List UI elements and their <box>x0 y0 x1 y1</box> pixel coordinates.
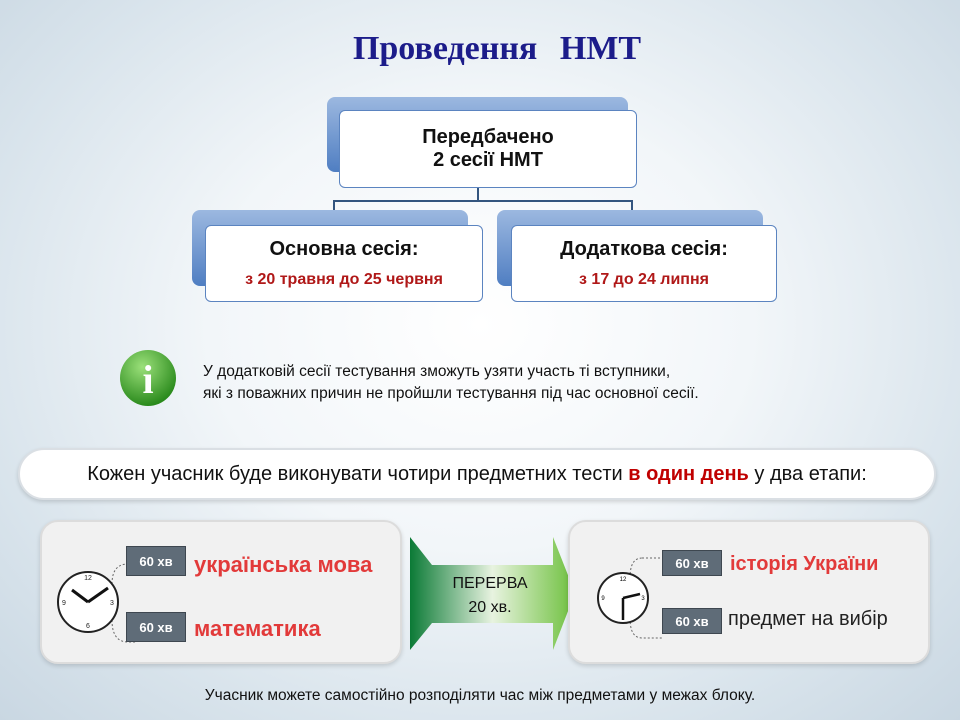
block2-panel: 12 3 9 60 хв історія України 60 хв предм… <box>568 520 930 664</box>
time-tag: 60 хв <box>662 550 722 576</box>
subject-history: історія України <box>730 553 879 575</box>
sessions-line2: 2 сесії НМТ <box>433 149 543 171</box>
banner-text-end: у два етапи: <box>748 462 867 485</box>
info-line1: У додатковій сесії тестування зможуть уз… <box>203 363 671 380</box>
connector-line <box>333 200 335 212</box>
footer-note: Учасник можете самостійно розподіляти ча… <box>204 687 756 704</box>
break-title: ПЕРЕРВА <box>452 575 528 592</box>
extra-session-title: Додаткова сесія: <box>560 238 728 260</box>
clock-icon: 12 3 6 9 <box>57 563 136 643</box>
extra-session-dates: з 17 до 24 липня <box>579 271 709 288</box>
info-line2: які з поважних причин не пройшли тестува… <box>203 385 699 402</box>
sessions-line1: Передбачено <box>422 126 554 148</box>
svg-text:i: i <box>142 357 153 402</box>
main-session-dates: з 20 травня до 25 червня <box>245 271 443 288</box>
info-text: У додатковій сесії тестування зможуть уз… <box>203 361 699 405</box>
svg-text:3: 3 <box>110 600 114 607</box>
break-label: ПЕРЕРВА 20 хв. <box>420 572 560 620</box>
time-tag: 60 хв <box>126 612 186 642</box>
time-tag: 60 хв <box>126 546 186 576</box>
svg-text:3: 3 <box>641 596 645 602</box>
connector-line <box>631 200 633 212</box>
break-time: 20 хв. <box>468 599 512 616</box>
svg-text:9: 9 <box>62 600 66 607</box>
info-icon: i <box>120 350 176 406</box>
sessions-count-box: Передбачено 2 сесії НМТ <box>339 110 637 188</box>
svg-text:6: 6 <box>86 623 90 630</box>
page-title: Проведення НМТ <box>352 30 642 67</box>
clock-icon: 12 3 9 <box>597 557 662 639</box>
svg-text:12: 12 <box>620 577 627 583</box>
subject-elective: предмет на вибір <box>728 608 888 630</box>
svg-text:12: 12 <box>84 575 92 582</box>
block1-panel: 12 3 6 9 60 хв українська мова 60 хв мат… <box>40 520 402 664</box>
tests-banner: Кожен учасник буде виконувати чотири пре… <box>18 448 936 500</box>
subject-math: математика <box>194 616 321 641</box>
banner-highlight: в один день <box>628 462 749 485</box>
break-arrow <box>410 537 575 650</box>
main-session-box: Основна сесія: з 20 травня до 25 червня <box>205 225 483 302</box>
time-tag: 60 хв <box>662 608 722 634</box>
connector-line <box>333 200 633 202</box>
connector-line <box>477 188 479 201</box>
extra-session-box: Додаткова сесія: з 17 до 24 липня <box>511 225 777 302</box>
main-session-title: Основна сесія: <box>269 238 419 260</box>
banner-text: Кожен учасник буде виконувати чотири пре… <box>87 462 629 485</box>
svg-text:9: 9 <box>601 596 605 602</box>
subject-ukrainian: українська мова <box>194 552 373 577</box>
